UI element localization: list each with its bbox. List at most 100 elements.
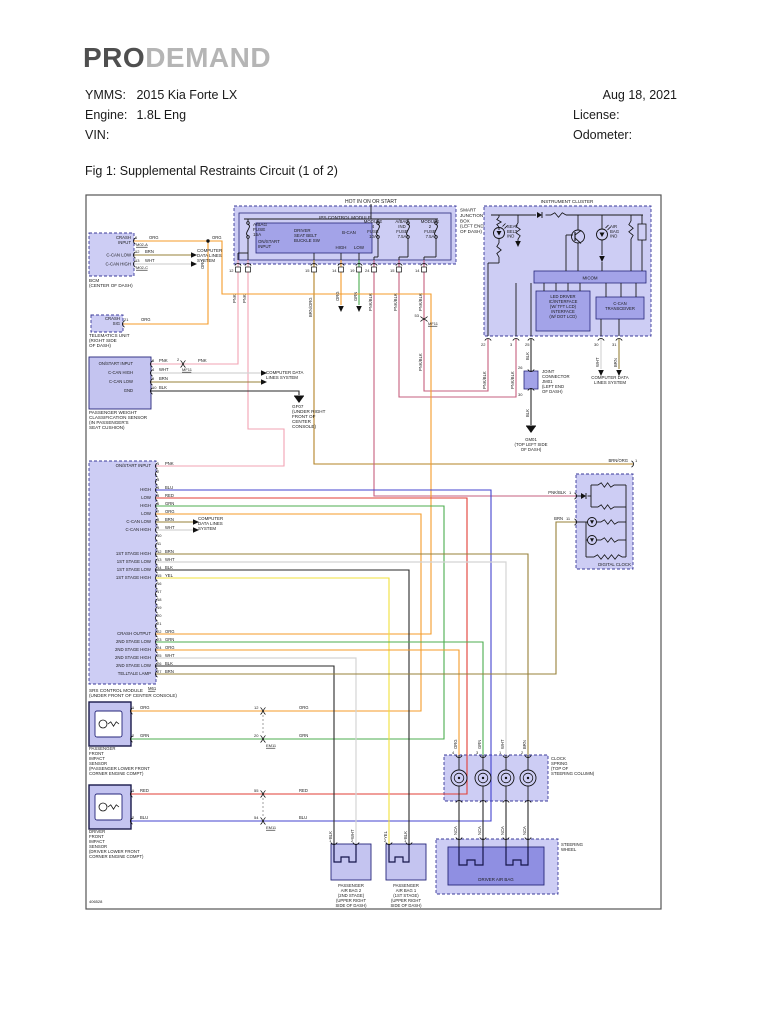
data-line-arrow (599, 256, 605, 262)
diagram-label: 3 (476, 750, 479, 755)
connector-tag-icon (371, 266, 377, 273)
diagram-label: PNK/BLK (368, 293, 373, 311)
srs-pin-label: 2ND STAGE LOW (116, 639, 152, 644)
instrument-cluster-label: INSTRUMENT CLUSTER (541, 199, 594, 204)
srs-wire-color-label: BRN (165, 669, 174, 674)
pin-connector-icon (405, 842, 413, 846)
pin-connector-icon (479, 755, 487, 759)
line (605, 224, 609, 229)
diagram-label: BRN (613, 358, 618, 367)
pin-connector-icon (337, 262, 345, 266)
diagram-label: 19 (350, 268, 355, 273)
seat-belt-indicator-icon (493, 227, 505, 239)
diagram-label: BLU (140, 815, 148, 820)
wire-blu-driver-sensor (131, 489, 492, 822)
impact-sensor-icon (98, 802, 108, 812)
pin-connector-icon (132, 251, 136, 259)
diagram-label: GRN (353, 292, 358, 301)
diagram-label: PNK/BLK (482, 371, 487, 389)
resistor-icon (600, 537, 619, 543)
pin-connector-icon (149, 360, 153, 368)
pin-connector-icon (154, 534, 158, 542)
diagram-label: C-CAN LOW (109, 379, 133, 384)
pin-connector-icon (597, 337, 605, 341)
diagram-label: 24 (365, 268, 370, 273)
diagram-label: HIGH (336, 245, 347, 250)
srs-pin-number: 19 (157, 605, 162, 610)
diagram-label: 2 (521, 750, 524, 755)
pin-connector-icon (352, 842, 360, 846)
resistor-icon (515, 222, 521, 240)
pin-connector-icon (129, 817, 133, 825)
line (607, 226, 611, 231)
diagram-label: C-CAN HIGH (105, 262, 131, 267)
clock-spring-coil-icon (453, 772, 465, 784)
diagram-label: EM11 (266, 743, 277, 748)
diagram-label: WHT (500, 739, 505, 749)
pin-connector-icon (121, 320, 125, 328)
diagram-label: 22 (481, 342, 486, 347)
wire-brn-telltale (156, 521, 576, 675)
diagram-label: EM11 (266, 825, 277, 830)
resistor-icon (597, 482, 615, 488)
diagram-label: MF11 (182, 367, 193, 372)
pin-connector-icon (330, 842, 338, 846)
diagram-label: M02-A (136, 242, 148, 247)
diagram-label: ORG (335, 291, 340, 301)
srs-pin-number: 23 (157, 637, 162, 642)
diagram-label: BLK (525, 409, 530, 417)
diagram-label: 8 (152, 358, 155, 363)
diagram-label: C-CAN LOW (106, 253, 132, 258)
diagram-label: 10 (152, 385, 157, 390)
diagram-label: ORG (299, 705, 309, 710)
diagram-label: ORG (140, 705, 150, 710)
diagram-label: 2 (351, 838, 354, 843)
diagram-label: 1 (329, 838, 332, 843)
wire-brnorg (313, 260, 633, 465)
pwcs-box (88, 356, 152, 410)
pin-connector-icon (132, 260, 136, 268)
srs-pin-label: TELLTALE LAMP (118, 671, 151, 676)
pin-connector-icon (154, 518, 158, 526)
srs-pin-number: 10 (157, 533, 162, 538)
pin-connector-icon (574, 492, 578, 500)
diagram-label: 25 (525, 342, 530, 347)
srs-pin-label: 2ND STAGE LOW (116, 663, 152, 668)
line (502, 223, 506, 227)
pin-connector-icon (524, 755, 532, 759)
diagram-label: WHT (145, 258, 155, 263)
diagram-label: 2 (177, 357, 180, 362)
diagram-label: C-CAN HIGH (108, 370, 133, 375)
pin-connector-icon (615, 337, 623, 341)
srs-wire-color-label: WHT (165, 525, 175, 530)
diagram-label: 12 (229, 268, 234, 273)
connector-tag-icon (356, 266, 362, 273)
srs-pin-number: 7 (157, 509, 160, 514)
diagram-label: WHT (350, 829, 355, 839)
pin-connector-icon (149, 369, 153, 377)
inline-connector-icon (260, 707, 266, 715)
srs-pin-label: LOW (141, 495, 152, 500)
wire-wht-2nd-high (156, 657, 357, 844)
pin-connector-icon (502, 755, 510, 759)
wire-blk-1st-low (156, 569, 410, 844)
bcm-label: BCM(CENTER OF DASH) (89, 278, 133, 288)
diagram-label: 4 (452, 750, 455, 755)
diagram-label: GRN (140, 733, 149, 738)
srs-wire-color-label: YEL (165, 573, 174, 578)
document-number: 406528 (89, 899, 103, 904)
pin-connector-icon (129, 790, 133, 798)
diagram-label: GRN (477, 740, 482, 749)
wire-org-pass-sensor (131, 513, 422, 712)
data-line-arrow (193, 519, 199, 525)
srs-wire-color-label: BLK (165, 565, 173, 570)
diagram-label: 54 (254, 815, 259, 820)
